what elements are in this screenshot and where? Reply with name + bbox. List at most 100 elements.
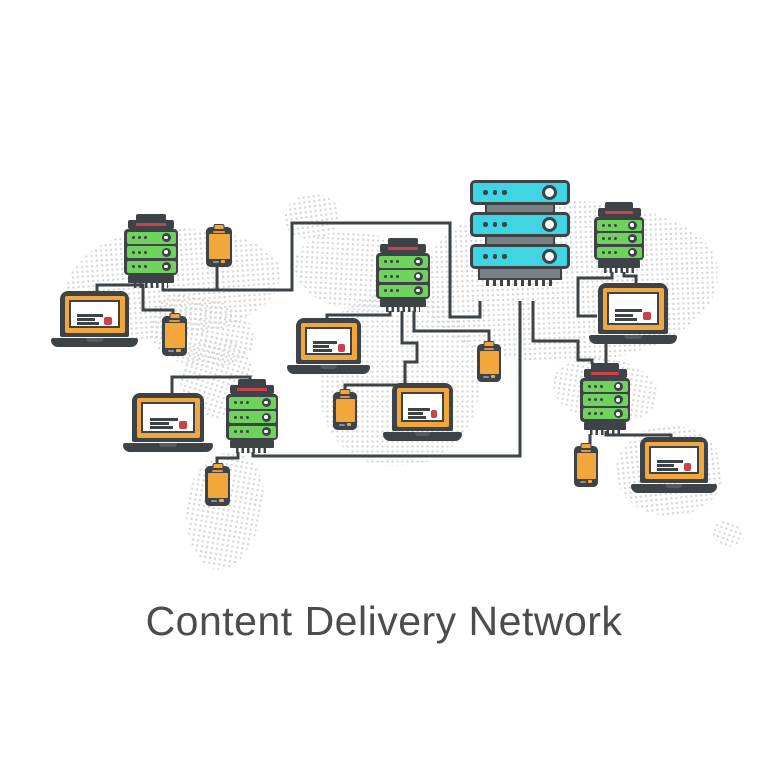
screen-button [683,462,692,471]
connection-line [412,311,491,345]
server-led-dot [607,223,611,227]
smartphone-icon [205,462,230,506]
server-status-light [387,247,419,250]
screen-text-line [615,309,643,313]
screen-text-line [77,314,104,318]
phone-screen [207,473,228,498]
server-rack-unit [126,231,176,244]
laptop-bezel [644,441,704,479]
server-drive-ring [161,262,171,271]
phone-body [477,340,501,382]
server-port-pins [235,448,269,453]
laptop-lid [60,291,129,337]
server-led-dot [389,289,393,292]
laptop-bezel [602,287,664,330]
server-led-dot [599,398,603,402]
server-drive-ring [261,412,271,422]
server-led-dot [383,274,387,278]
laptop-screen [607,292,659,325]
server-rack-unit [596,219,642,231]
server-top-tab [605,202,633,208]
server-led-dot [492,254,497,259]
server-drive-ring [627,220,637,230]
server-led-dot [483,190,488,195]
connection-line [170,375,252,394]
server-drive-ring [542,217,557,232]
server-led-dot [137,265,141,268]
screen-button [104,316,113,325]
laptop-icon [287,318,370,374]
server-status-light [604,211,634,214]
server-led-dot [607,237,611,240]
server-led-dot [131,250,135,254]
server-led-dot [395,289,399,292]
laptop-bezel [64,295,125,333]
server-drive-ring [613,381,623,391]
server-top-panel [597,208,641,217]
laptop-screen [141,402,195,433]
server-led-dot [502,190,507,195]
laptop-base [383,432,462,441]
illustration-title: Content Delivery Network [145,598,623,644]
phone-body [205,462,230,506]
server-led-dot [483,254,488,259]
server-led-dot [587,412,591,416]
server-led-dot [389,274,393,278]
server-led-dot [601,223,605,227]
server-rack-unit [582,394,628,406]
server-led-dot [239,430,243,433]
server-led-dot [131,236,135,239]
screen-text-line [408,415,426,419]
server-led-dot [492,190,497,195]
server-led-dot [143,236,147,239]
server-drive-ring [161,247,171,257]
laptop-bezel [300,322,357,360]
screen-text-line [656,460,683,464]
connection-line [622,272,638,284]
screen-text-line [312,345,329,349]
server-drive-ring [413,286,423,295]
server-top-tab [591,363,619,369]
server-rack-unit [228,425,276,438]
server-led-dot [389,260,393,263]
server-status-light [590,372,620,375]
server-status-light [135,223,167,226]
server-base-panel [380,299,426,307]
laptop-lid [392,383,453,431]
phone-home-button [577,479,596,485]
phone-body [206,223,232,267]
edge-server-icon [226,379,278,453]
server-drive-ring [542,185,557,200]
server-port-pins [134,283,168,288]
laptop-screen [305,327,352,355]
server-rack-body [226,394,278,440]
core-server-icon [470,180,570,302]
laptop-icon [123,393,213,452]
server-led-dot [245,415,249,419]
server-rack-unit [596,246,642,258]
phone-power-button [580,442,592,449]
server-base-panel [128,275,174,283]
screen-text-line [312,341,337,345]
phone-home-button [336,422,355,428]
screen-text-line [77,318,95,322]
server-led-dot [613,250,617,254]
server-led-dot [239,401,243,404]
screen-text-line [615,313,634,317]
screen-text-line [149,422,169,426]
server-led-dot [613,223,617,227]
phone-power-button [169,312,180,319]
server-led-dot [593,398,597,402]
server-led-dot [245,401,249,404]
screen-button [178,420,187,429]
smartphone-icon [333,388,357,430]
laptop-icon [589,283,677,344]
server-led-dot [233,415,237,419]
server-rack-unit [378,270,428,282]
phone-screen [335,399,355,422]
server-rack-unit [228,411,276,423]
server-led-dot [483,222,488,227]
phone-screen [164,323,185,348]
laptop-lid [296,318,361,364]
screen-text-line [77,321,99,325]
